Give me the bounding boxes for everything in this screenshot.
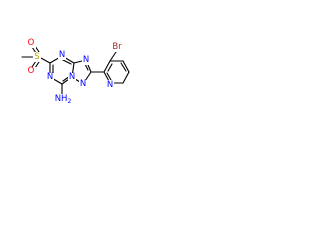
atom-labels: Br N N N N N N (27, 38, 123, 105)
triazine-nitrogen-lower: N (46, 72, 54, 82)
bond (122, 71, 130, 84)
atom-label-br: Br (112, 42, 122, 52)
bond (120, 62, 127, 72)
bond (107, 63, 113, 72)
pyridine-nitrogen: N (106, 80, 114, 90)
oxygen-lower: O (27, 66, 36, 76)
structure-diagram: Br N N N N N N (0, 0, 152, 152)
atom-label-n-triazole-bottom: N (80, 79, 86, 89)
bond (106, 72, 112, 81)
bond (103, 60, 111, 73)
molecule-drawing: Br N N N N N N (21, 38, 130, 105)
atom-label-n-triazine-upper: N (59, 50, 65, 60)
sulfur-atom: S (33, 52, 41, 62)
triazole-nitrogen-top: N (82, 55, 90, 65)
bond (109, 51, 117, 62)
atom-label-o-upper: O (28, 38, 35, 48)
triazole-nitrogen-bottom: N (79, 79, 87, 89)
atom-label-s: S (34, 52, 39, 62)
bridge-nitrogen: N (68, 72, 76, 82)
atom-label-n-bridge: N (69, 72, 75, 82)
bond (122, 60, 130, 73)
amine-group: NH2 (55, 94, 72, 105)
oxygen-upper: O (27, 38, 36, 48)
bromine-atom: Br (111, 42, 123, 52)
atom-label-o-lower: O (28, 66, 35, 76)
atom-label-n-triazole-top: N (83, 55, 89, 65)
triazine-nitrogen-upper: N (58, 50, 66, 60)
atom-label-n-pyridine: N (107, 80, 113, 90)
atom-label-n-triazine-lower: N (47, 72, 53, 82)
atom-label-nh2: NH2 (55, 94, 72, 105)
